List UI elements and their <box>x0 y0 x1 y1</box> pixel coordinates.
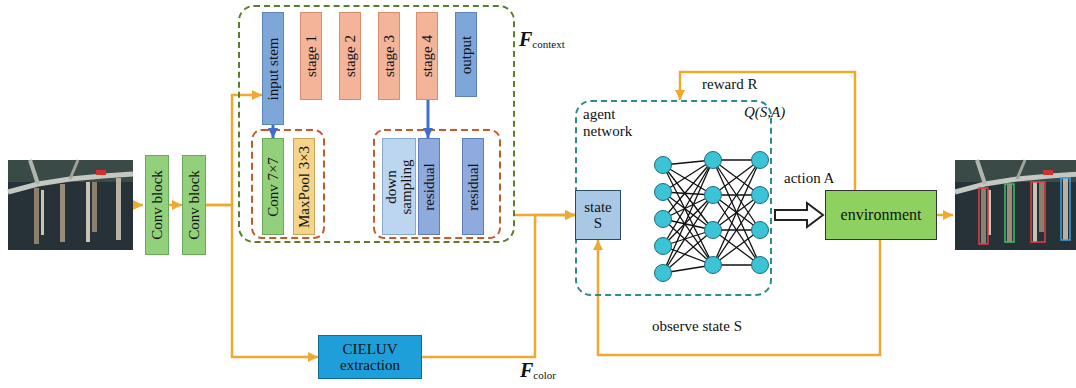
stage-block: stage 1 <box>300 12 322 100</box>
environment-box: environment <box>825 190 937 240</box>
input-image <box>8 160 133 250</box>
output-arrow <box>937 214 953 217</box>
feature-label: Fcolor <box>520 360 556 382</box>
downsample-layer: down sampling <box>382 138 416 235</box>
backbone-group: Fcontextinput stemstage 1stage 2stage 3s… <box>238 5 515 243</box>
node-text: Conv block <box>150 170 165 240</box>
neural-network <box>655 152 769 282</box>
conv-layer: Conv 7×7 <box>262 138 284 235</box>
node-text: MaxPool 3×3 <box>297 145 312 227</box>
stage-block: stage 2 <box>339 12 361 100</box>
node-text: stage 1 <box>304 35 319 77</box>
edge-label: observe state S <box>650 318 744 335</box>
stem-block: input stem <box>262 12 284 125</box>
flow-arrow <box>598 240 880 355</box>
flow-arrow <box>272 125 275 138</box>
output-block: output <box>455 12 477 97</box>
group-heading: Fcontext <box>519 29 551 51</box>
conv-block: Conv block <box>145 155 169 255</box>
node-text: Conv block <box>187 170 202 240</box>
flow-arrow <box>422 215 575 357</box>
node-text: residual <box>422 163 437 210</box>
edge-label: action A <box>782 170 836 187</box>
node-text: down sampling <box>384 154 414 220</box>
flow-arrow <box>680 72 855 190</box>
node-text: output <box>459 35 474 73</box>
stage-block: stage 3 <box>378 12 400 100</box>
edge-label: reward R <box>700 76 759 93</box>
output-image <box>955 160 1076 250</box>
group-heading: agent network <box>583 106 647 139</box>
color-extraction-box: CIELUV extraction <box>318 335 422 379</box>
node-text: environment <box>841 206 922 224</box>
action-arrow <box>775 203 823 227</box>
node-text: stage 2 <box>343 35 358 77</box>
flow-arrow <box>169 204 182 207</box>
input-arrow <box>133 204 143 207</box>
stage-block: stage 4 <box>416 12 438 100</box>
node-text: residual <box>466 163 481 210</box>
state-box: state S <box>575 190 621 240</box>
flow-arrow <box>427 100 430 138</box>
node-text: input stem <box>266 37 281 100</box>
conv-block: Conv block <box>182 155 206 255</box>
node-text: CIELUV extraction <box>319 341 421 374</box>
residual-layer: residual <box>418 138 440 235</box>
group-outline <box>252 130 324 238</box>
node-text: state S <box>580 199 616 232</box>
node-text: stage 4 <box>420 35 435 77</box>
q-value-label: Q(S,A) <box>742 104 787 121</box>
agent-group: agent network state S <box>575 100 772 296</box>
residual-layer: residual <box>462 138 484 235</box>
node-text: Conv 7×7 <box>266 157 281 217</box>
node-text: stage 3 <box>382 35 397 77</box>
pool-layer: MaxPool 3×3 <box>293 138 315 235</box>
flow-arrow <box>206 95 262 205</box>
group-outline <box>374 130 500 238</box>
